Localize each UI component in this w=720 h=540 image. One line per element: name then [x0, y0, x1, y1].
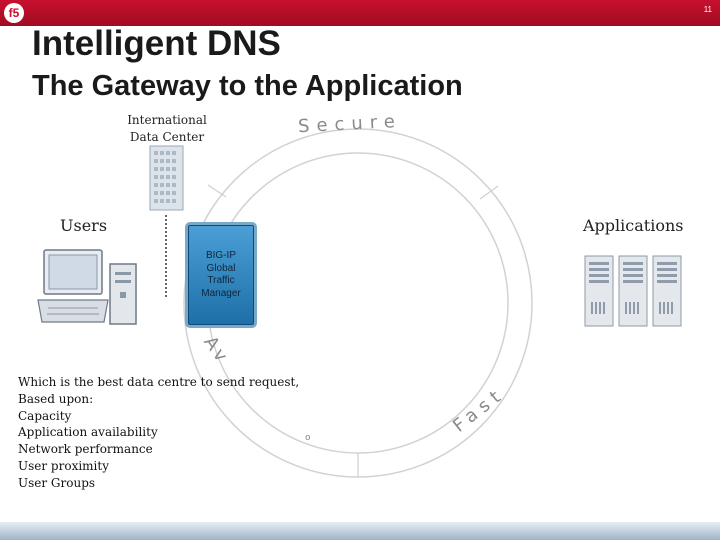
criteria-item: User proximity: [18, 458, 299, 475]
criteria-item: Which is the best data centre to send re…: [18, 374, 299, 391]
gtm-label-line1: BIG-IP: [185, 250, 257, 263]
ring-word-secure: Secure: [297, 111, 402, 137]
criteria-item: Application availability: [18, 424, 299, 441]
gtm-label-line4: Manager: [185, 288, 257, 301]
datacenter-label-line2: Data Center: [120, 129, 214, 146]
users-label: Users: [60, 216, 107, 235]
criteria-item: Based upon:: [18, 391, 299, 408]
user-computer-icon: [38, 250, 136, 324]
criteria-item: Network performance: [18, 441, 299, 458]
gtm-label: BIG-IP Global Traffic Manager: [185, 250, 257, 300]
footer-bar: [0, 522, 720, 540]
datacenter-label-line1: International: [120, 112, 214, 129]
ring-word-available: Av: [199, 332, 233, 369]
datacenter-building-icon: [150, 146, 183, 210]
application-servers-icon: [585, 256, 681, 326]
criteria-item: Capacity: [18, 408, 299, 425]
ring-fragment: o: [305, 433, 311, 443]
gtm-label-line3: Traffic: [185, 275, 257, 288]
applications-label: Applications: [583, 216, 683, 235]
criteria-list: Which is the best data centre to send re…: [18, 374, 299, 492]
ring-divider: [208, 185, 226, 197]
criteria-item: User Groups: [18, 475, 299, 492]
datacenter-label: International Data Center: [120, 112, 214, 146]
gtm-label-line2: Global: [185, 263, 257, 276]
